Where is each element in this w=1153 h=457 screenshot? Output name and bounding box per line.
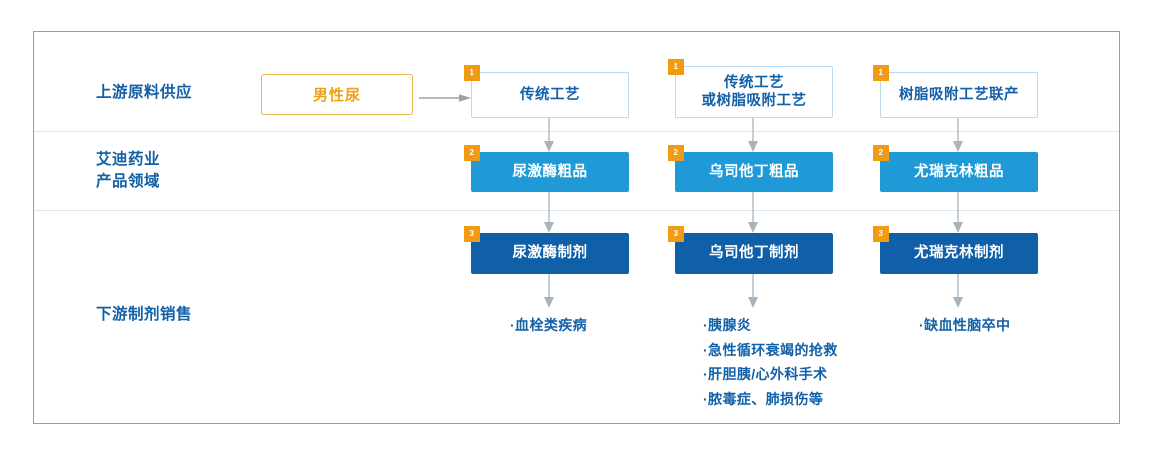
formulation-node-col2[interactable]: 3 乌司他丁制剂	[668, 226, 833, 274]
arrow-tier3-to-indications-col3-icon	[953, 274, 963, 308]
source-node-label: 男性尿	[312, 87, 361, 104]
formulation-node-col3-label: 尤瑞克林制剂	[914, 245, 1004, 262]
row-divider-upstream	[34, 131, 1119, 132]
crude-product-node-col1[interactable]: 2 尿激酶粗品	[464, 145, 629, 192]
step-badge-3: 3	[464, 226, 480, 242]
step-badge-2: 2	[873, 145, 889, 161]
arrow-tier2-to-tier3-col1-icon	[544, 192, 554, 233]
arrow-tier1-to-tier2-col3-icon	[953, 118, 963, 152]
value-chain-diagram: 上游原料供应 艾迪药业 产品领域 下游制剂销售 男性尿 1 传统工艺 2 尿激酶…	[33, 31, 1120, 424]
crude-product-node-col3[interactable]: 2 尤瑞克林粗品	[873, 145, 1038, 192]
indication-item: ·急性循环衰竭的抢救	[703, 341, 838, 358]
source-node-male-urine[interactable]: 男性尿	[261, 74, 413, 115]
formulation-node-col2-label: 乌司他丁制剂	[709, 245, 799, 262]
arrow-tier2-to-tier3-col2-icon	[748, 192, 758, 233]
stage-label-upstream: 上游原料供应	[96, 84, 193, 101]
stage-label-products: 艾迪药业 产品领域	[96, 151, 161, 191]
arrow-tier3-to-indications-col1-icon	[544, 274, 554, 308]
process-node-col3[interactable]: 1 树脂吸附工艺联产	[873, 65, 1038, 118]
arrow-tier3-to-indications-col2-icon	[748, 274, 758, 308]
indication-item: ·脓毒症、肺损伤等	[703, 390, 824, 407]
process-node-col1[interactable]: 1 传统工艺	[464, 65, 629, 118]
indication-item: ·胰腺炎	[703, 317, 752, 333]
arrow-source-to-process-icon	[419, 94, 471, 102]
row-divider-midstream	[34, 210, 1119, 211]
indication-item: ·缺血性脑卒中	[919, 317, 1011, 333]
crude-product-node-col3-label: 尤瑞克林粗品	[914, 163, 1004, 180]
formulation-node-col3[interactable]: 3 尤瑞克林制剂	[873, 226, 1038, 274]
stage-label-downstream: 下游制剂销售	[96, 306, 193, 323]
process-node-col2[interactable]: 1 传统工艺 或树脂吸附工艺	[668, 59, 833, 118]
formulation-node-col1[interactable]: 3 尿激酶制剂	[464, 226, 629, 274]
indication-item: ·血栓类疾病	[510, 317, 588, 333]
step-badge-2: 2	[668, 145, 684, 161]
step-badge-1: 1	[464, 65, 480, 81]
formulation-node-col1-label: 尿激酶制剂	[512, 245, 588, 262]
crude-product-node-col2[interactable]: 2 乌司他丁粗品	[668, 145, 833, 192]
step-badge-1: 1	[873, 65, 889, 81]
indication-list-col3: ·缺血性脑卒中	[919, 313, 1010, 338]
crude-product-node-col2-label: 乌司他丁粗品	[709, 163, 799, 180]
indication-item: ·肝胆胰/心外科手术	[703, 366, 828, 382]
step-badge-2: 2	[464, 145, 480, 161]
process-node-col2-label: 传统工艺 或树脂吸附工艺	[701, 74, 807, 109]
arrow-tier1-to-tier2-col2-icon	[748, 118, 758, 152]
indication-list-col2: ·胰腺炎 ·急性循环衰竭的抢救 ·肝胆胰/心外科手术 ·脓毒症、肺损伤等	[703, 313, 838, 411]
arrow-tier1-to-tier2-col1-icon	[544, 118, 554, 152]
arrow-tier2-to-tier3-col3-icon	[953, 192, 963, 233]
process-node-col1-label: 传统工艺	[520, 86, 580, 103]
step-badge-3: 3	[873, 226, 889, 242]
step-badge-3: 3	[668, 226, 684, 242]
step-badge-1: 1	[668, 59, 684, 75]
crude-product-node-col1-label: 尿激酶粗品	[512, 163, 588, 180]
indication-list-col1: ·血栓类疾病	[510, 313, 587, 338]
process-node-col3-label: 树脂吸附工艺联产	[899, 86, 1019, 103]
